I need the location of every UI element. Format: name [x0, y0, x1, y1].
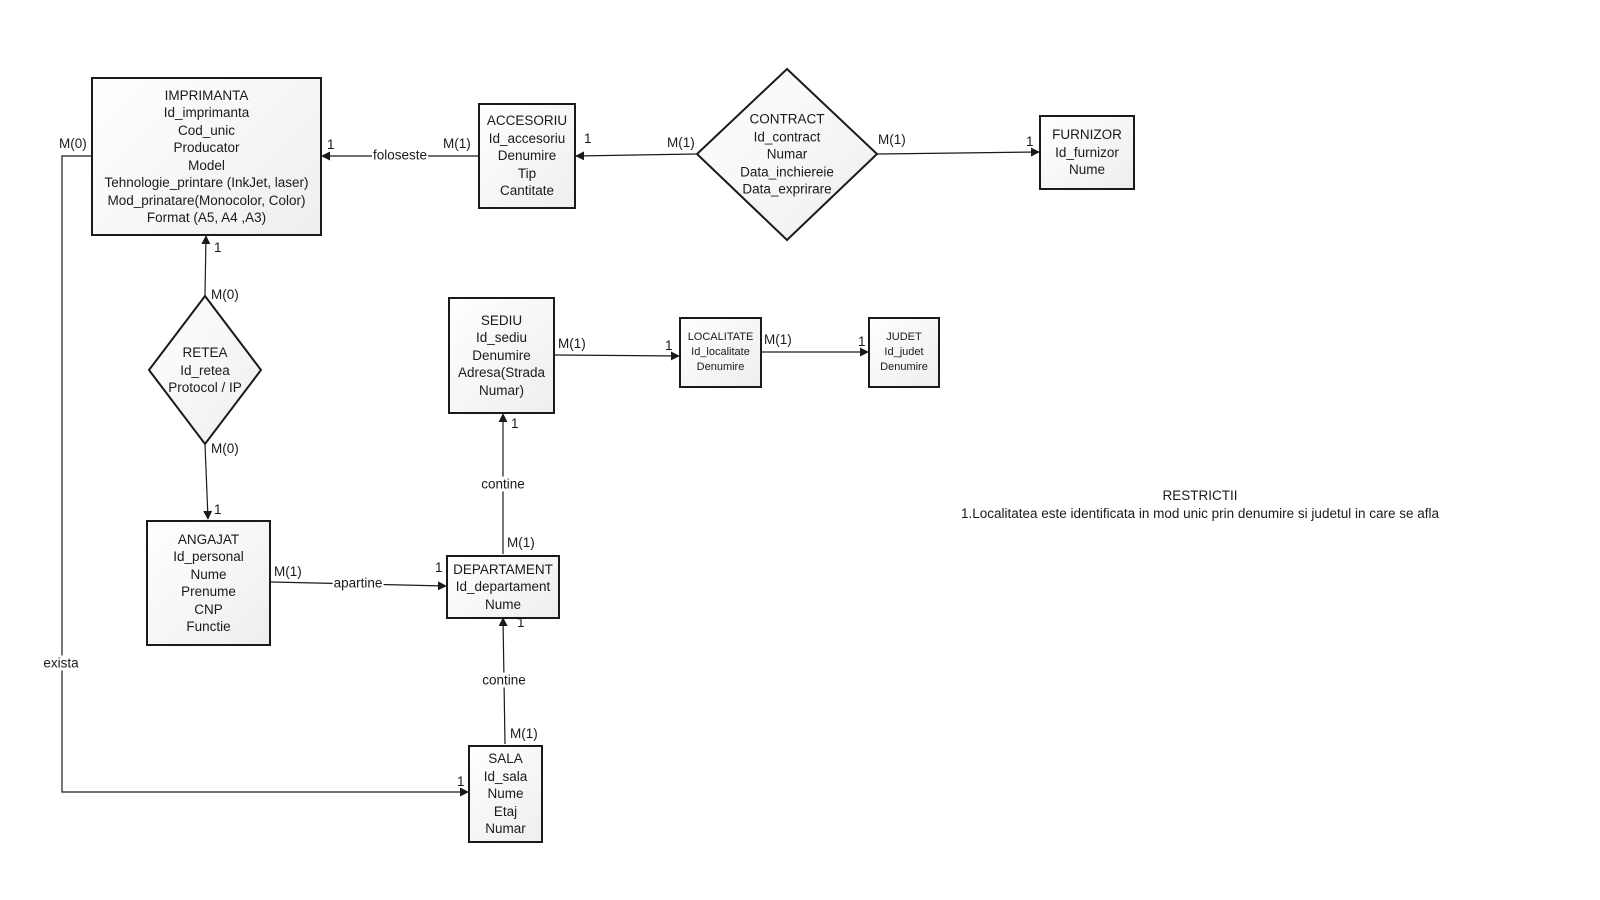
- entity-attribute: Nume: [190, 566, 227, 582]
- relation-label-apartine: apartine: [332, 575, 384, 591]
- entity-attribute: Id_sediu: [475, 330, 528, 346]
- entity-attribute: Cantitate: [499, 183, 555, 199]
- entity-attribute: Nume: [1068, 162, 1105, 178]
- cardinality-label: 1: [584, 131, 592, 146]
- entity-attribute: Cod_unic: [177, 122, 236, 138]
- entity-sala[interactable]: SALA Id_sala Nume Etaj Numar: [468, 745, 543, 843]
- relationship-title: RETEA: [182, 344, 228, 360]
- relationship-contract: CONTRACT Id_contract Numar Data_inchiere…: [740, 110, 834, 198]
- entity-attribute: Nume: [484, 596, 521, 612]
- entity-title: DEPARTAMENT: [453, 561, 553, 577]
- cardinality-label: 1: [214, 240, 222, 255]
- link-retea-imprimanta: [201, 235, 211, 297]
- entity-accesoriu[interactable]: ACCESORIU Id_accesoriu Denumire Tip Cant…: [478, 103, 576, 209]
- entity-attribute: Denumire: [497, 148, 557, 164]
- entity-title: JUDET: [886, 331, 922, 343]
- entity-localitate[interactable]: LOCALITATE Id_localitate Denumire: [679, 317, 762, 388]
- entity-title: LOCALITATE: [687, 331, 754, 343]
- entity-attribute: CNP: [194, 601, 223, 617]
- cardinality-label: 1: [1026, 134, 1034, 149]
- link-retea-angajat: [203, 443, 213, 520]
- relationship-attribute: Protocol / IP: [168, 379, 242, 395]
- entity-attribute: Format (A5, A4 ,A3): [146, 210, 267, 225]
- relation-label-exista: exista: [42, 655, 80, 671]
- restrictions-title: RESTRICTII: [1162, 488, 1238, 503]
- cardinality-label: M(1): [507, 535, 535, 550]
- cardinality-label: 1: [511, 416, 519, 431]
- entity-attribute: Denumire: [880, 361, 928, 373]
- contract-diamond[interactable]: [695, 67, 879, 242]
- entity-attribute: Nume: [487, 786, 524, 802]
- entity-attribute: Id_judet: [884, 346, 924, 358]
- entity-title: SALA: [488, 751, 523, 767]
- relation-label-contine-sediu: contine: [480, 476, 526, 492]
- cardinality-label: M(0): [59, 136, 87, 151]
- entity-attribute: Tehnologie_printare (InkJet, laser): [104, 175, 309, 190]
- entity-judet[interactable]: JUDET Id_judet Denumire: [868, 317, 940, 388]
- entity-attribute: Producator: [173, 140, 240, 155]
- entity-attribute: Etaj: [493, 803, 518, 819]
- entity-attribute: Numar: [485, 821, 526, 837]
- cardinality-label: M(0): [211, 287, 239, 302]
- entity-attribute: Denumire: [696, 361, 745, 373]
- entity-furnizor[interactable]: FURNIZOR Id_furnizor Nume: [1039, 115, 1135, 190]
- relationship-attribute: Id_retea: [180, 362, 230, 378]
- entity-attribute: Adresa(Strada: [457, 365, 546, 381]
- entity-title: ANGAJAT: [177, 531, 240, 547]
- entity-attribute: Id_imprimanta: [163, 105, 250, 120]
- entity-attribute: Id_personal: [173, 549, 244, 564]
- entity-departament[interactable]: DEPARTAMENT Id_departament Nume: [446, 555, 560, 619]
- cardinality-label: M(1): [667, 135, 695, 150]
- cardinality-label: M(1): [443, 136, 471, 151]
- cardinality-label: 1: [327, 137, 335, 152]
- link-contract-furnizor: [876, 147, 1040, 157]
- cardinality-label: 1: [214, 502, 222, 517]
- cardinality-label: 1: [665, 338, 673, 353]
- cardinality-label: M(0): [211, 441, 239, 456]
- entity-attribute: Id_sala: [483, 768, 528, 784]
- entity-imprimanta[interactable]: IMPRIMANTA Id_imprimanta Cod_unic Produc…: [91, 77, 322, 236]
- entity-attribute: Id_accesoriu: [488, 130, 566, 146]
- entity-title: IMPRIMANTA: [164, 87, 249, 103]
- entity-angajat[interactable]: ANGAJAT Id_personal Nume Prenume CNP Fun…: [146, 520, 271, 646]
- link-sediu-localitate: [554, 351, 680, 361]
- entity-attribute: Numar): [478, 382, 524, 398]
- entity-attribute: Prenume: [181, 584, 236, 599]
- relation-label-contine-sala: contine: [481, 672, 527, 688]
- cardinality-label: 1: [517, 615, 525, 630]
- cardinality-label: 1: [435, 560, 443, 575]
- entity-attribute: Id_furnizor: [1055, 144, 1119, 160]
- relationship-attribute: Numar: [766, 146, 808, 162]
- entity-title: ACCESORIU: [486, 113, 568, 129]
- link-imprimanta-sala: [61, 155, 469, 797]
- entity-attribute: Id_localitate: [691, 346, 750, 358]
- relationship-attribute: Id_contract: [753, 128, 821, 144]
- entity-attribute: Denumire: [472, 347, 531, 363]
- restrictions-note: RESTRICTII 1.Localitatea este identifica…: [905, 487, 1495, 522]
- entity-title: FURNIZOR: [1052, 127, 1122, 143]
- entity-sediu[interactable]: SEDIU Id_sediu Denumire Adresa(Strada Nu…: [448, 297, 555, 414]
- cardinality-label: M(1): [274, 564, 302, 579]
- cardinality-label: M(1): [510, 726, 538, 741]
- entity-title: SEDIU: [480, 312, 523, 328]
- cardinality-label: M(1): [764, 332, 792, 347]
- cardinality-label: 1: [858, 334, 866, 349]
- restriction-item: 1.Localitatea este identificata in mod u…: [960, 505, 1440, 521]
- entity-attribute: Functie: [186, 619, 231, 634]
- cardinality-label: 1: [457, 774, 465, 789]
- relationship-retea: RETEA Id_retea Protocol / IP: [168, 344, 242, 397]
- link-contract-accesoriu: [575, 151, 698, 161]
- entity-attribute: Tip: [517, 165, 537, 181]
- entity-attribute: Id_departament: [455, 579, 551, 595]
- cardinality-label: M(1): [558, 336, 586, 351]
- relationship-attribute: Data_inchiereie: [740, 163, 834, 179]
- relationship-title: CONTRACT: [749, 111, 825, 127]
- relation-label-foloseste: foloseste: [371, 147, 429, 163]
- relationship-attribute: Data_exprirare: [742, 181, 832, 197]
- cardinality-label: M(1): [878, 132, 906, 147]
- entity-attribute: Model: [188, 157, 225, 173]
- entity-attribute: Mod_prinatare(Monocolor, Color): [107, 192, 306, 208]
